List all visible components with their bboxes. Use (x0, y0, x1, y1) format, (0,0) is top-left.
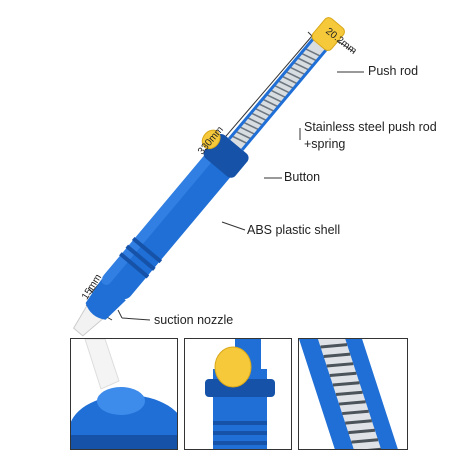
button-closeup (214, 346, 252, 388)
callout-push-rod: Push rod (368, 64, 419, 78)
release-button (201, 129, 221, 150)
callout-push-rod-spring-1: Stainless steel push rod (304, 120, 437, 134)
nozzle-closeup (84, 339, 120, 390)
callout-nozzle: suction nozzle (154, 313, 234, 327)
abs-plastic-shell (102, 153, 232, 300)
callout-shell: ABS plastic shell (247, 223, 341, 237)
push-rod-cap (311, 17, 345, 51)
callout-push-rod-spring-2: +spring (304, 137, 346, 151)
callout-button: Button (284, 170, 321, 184)
detail-panel-nozzle (70, 338, 178, 450)
detail-panel-button (184, 338, 292, 450)
detail-panel-spring (298, 338, 408, 450)
